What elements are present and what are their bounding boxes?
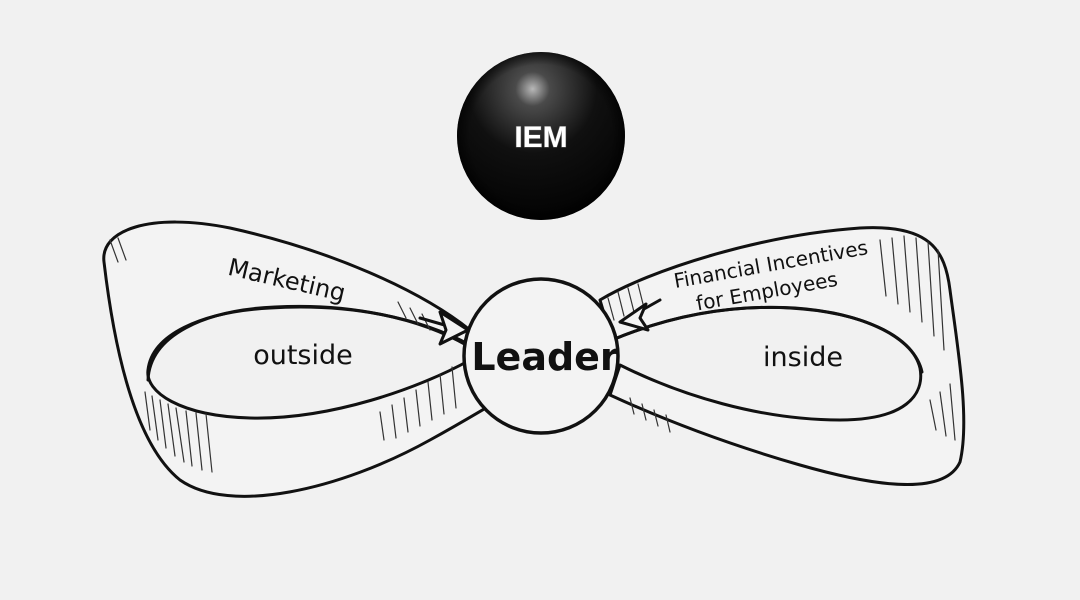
right-loop: [598, 226, 966, 486]
right-loop-inner-edge: [610, 305, 924, 374]
marketing-arrow-head: [438, 310, 470, 346]
leader-circle: [462, 277, 620, 435]
leader-label: Leader: [471, 335, 619, 379]
logo-sphere-rim: [457, 52, 625, 220]
right-loop-shading: [607, 235, 956, 441]
incentives-arrow-head: [618, 302, 650, 332]
left-loop: [102, 220, 502, 498]
iem-logo: IEM: [457, 52, 625, 220]
marketing-arrow: [418, 310, 470, 346]
logo-text: IEM: [514, 121, 567, 154]
incentives-arrow: [618, 298, 662, 332]
left-loop-inner-edge: [146, 304, 470, 382]
outside-label: outside: [253, 340, 353, 371]
left-loop-shading: [109, 237, 457, 473]
inside-label: inside: [763, 342, 843, 373]
leader-node: Leader: [462, 277, 620, 435]
